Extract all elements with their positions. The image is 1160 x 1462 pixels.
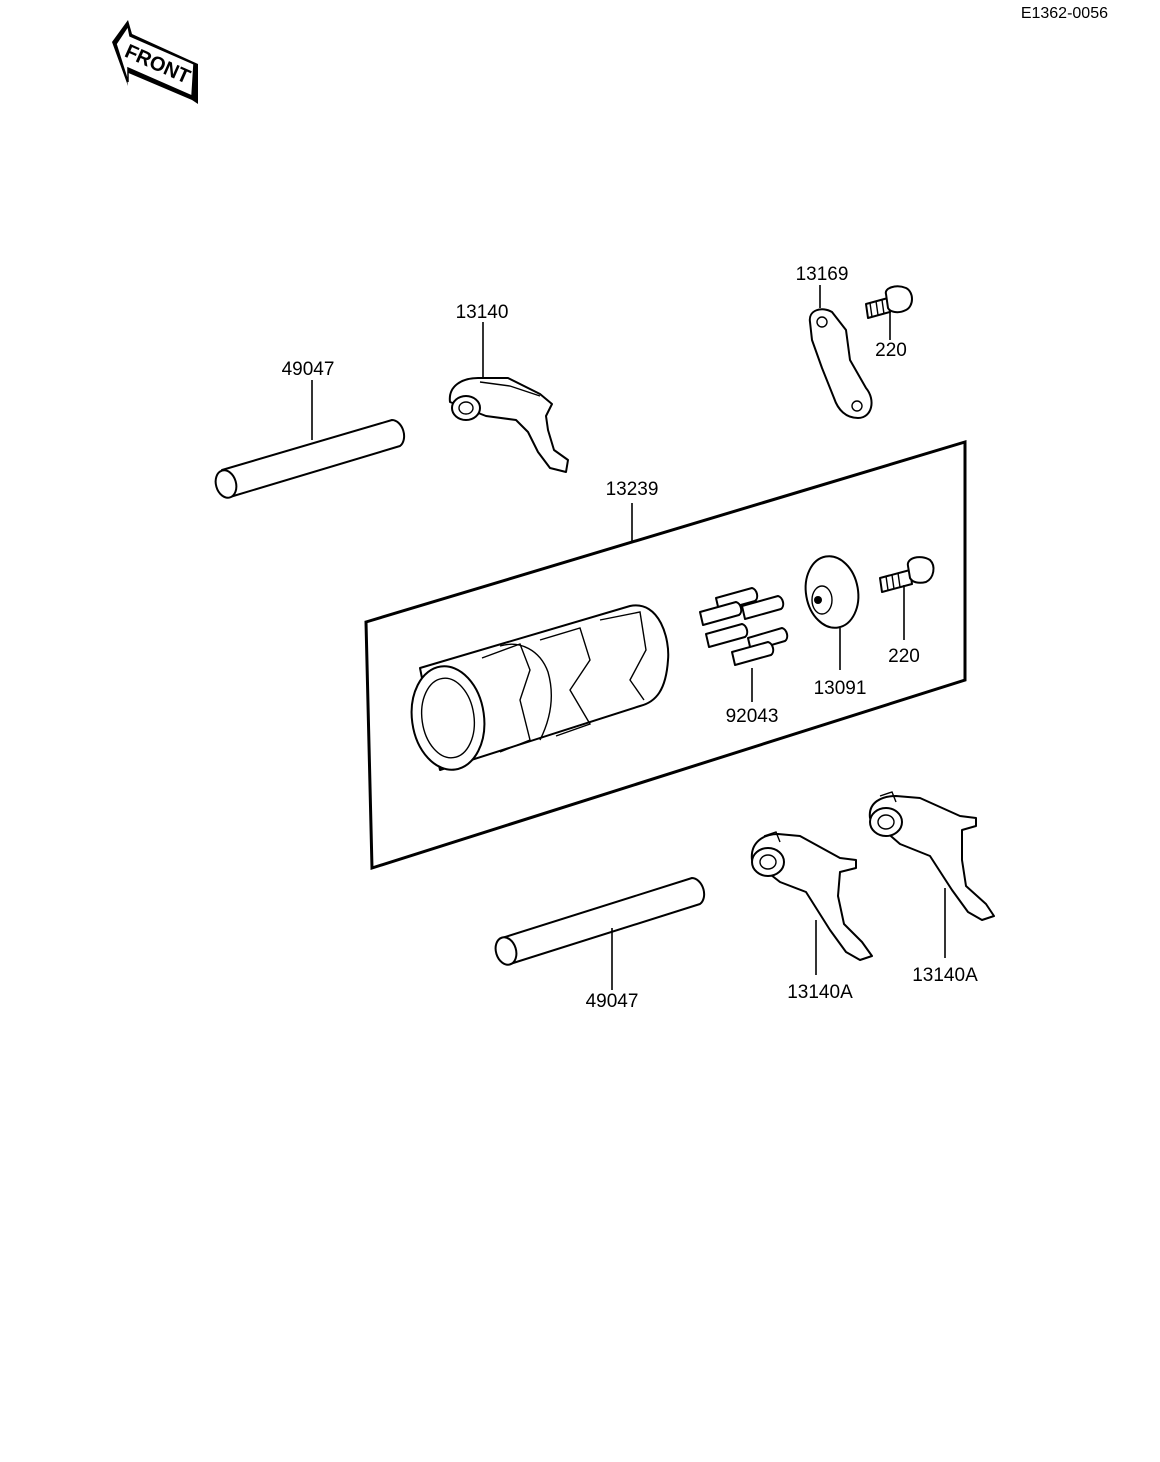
fork-lower-right xyxy=(868,791,995,921)
fork-lower-left xyxy=(750,831,873,961)
label-shaft-upper: 49047 xyxy=(282,359,335,380)
bolt-plate xyxy=(865,285,913,319)
shaft-lower xyxy=(494,877,706,966)
shaft-upper xyxy=(214,419,406,499)
label-bolt-holder: 220 xyxy=(888,646,920,667)
label-bolt-plate: 220 xyxy=(875,340,907,361)
fork-upper xyxy=(448,377,569,473)
label-holder: 13091 xyxy=(814,678,867,699)
pins xyxy=(699,587,789,666)
bolt-holder xyxy=(879,556,935,593)
label-plate: 13169 xyxy=(796,264,849,285)
assembly-box xyxy=(364,439,967,871)
label-shaft-lower: 49047 xyxy=(586,991,639,1012)
plate xyxy=(808,308,873,419)
diagram-code: E1362-0056 xyxy=(1021,5,1108,22)
front-arrow-icon: FRONT xyxy=(112,20,198,104)
label-pins: 92043 xyxy=(726,706,779,727)
holder xyxy=(804,555,860,629)
shift-drum xyxy=(410,604,670,771)
label-drum-assembly: 13239 xyxy=(606,479,659,500)
label-fork-lower-right: 13140A xyxy=(912,965,978,986)
label-fork-lower-left: 13140A xyxy=(787,982,853,1003)
label-fork-upper: 13140 xyxy=(456,302,509,323)
